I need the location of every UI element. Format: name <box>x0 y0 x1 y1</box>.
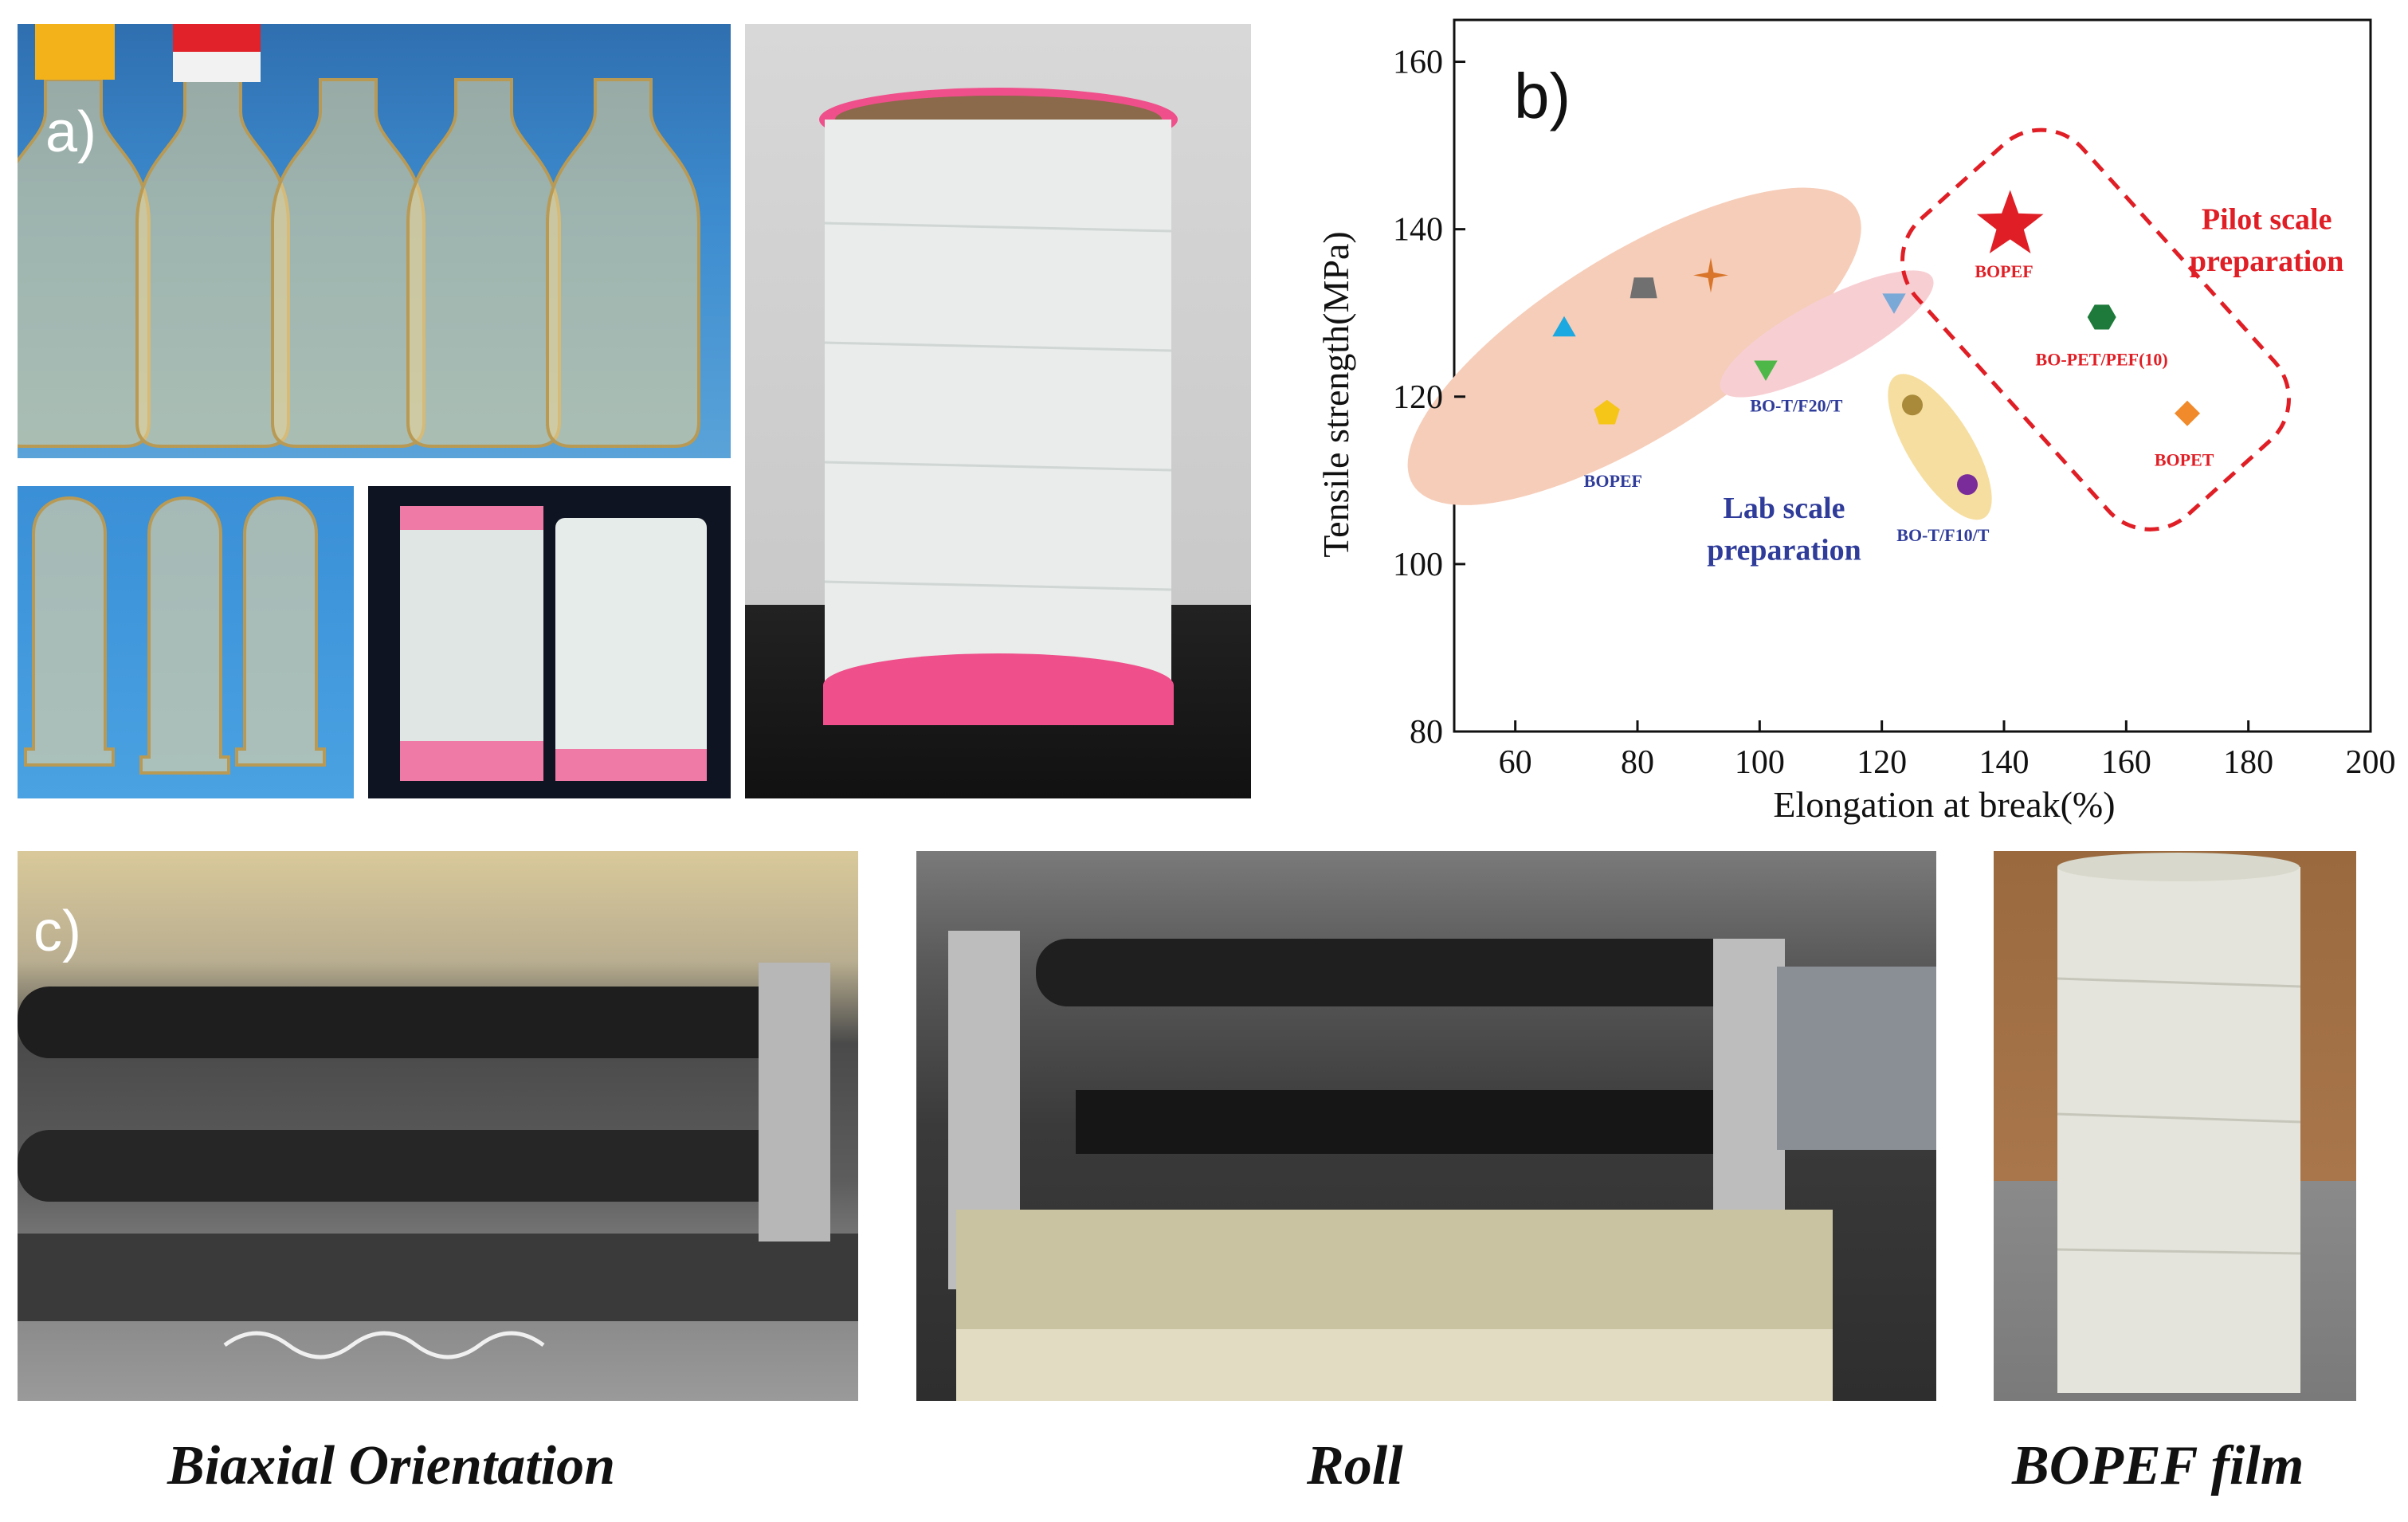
label-pilot-scale-line1: Pilot scale <box>2202 203 2332 237</box>
fiber-bobbin-photo <box>745 24 1251 798</box>
roll-machine-illustration <box>948 931 1936 1401</box>
data-point-circle <box>1902 394 1923 416</box>
plot-area <box>1453 18 2372 733</box>
data-point-cross-star <box>1693 257 1728 293</box>
data-point-circle <box>1957 474 1978 496</box>
data-point-star <box>1976 190 2044 253</box>
data-point-triangle-down <box>1882 293 1906 314</box>
axis-ticks: 60 80 100 120 140 160 180 200 80 100 120 140 160 <box>1393 45 2396 781</box>
panel-b-label: b) <box>1514 61 1571 131</box>
x-axis-title: Elongation at break(%) <box>1773 784 2115 825</box>
pilot-scale-box <box>1900 127 2291 532</box>
x-tick-label: 100 <box>1735 744 1785 781</box>
fiber-bobbin-illustration <box>819 88 1178 725</box>
yellow-cap <box>35 24 115 80</box>
label-lab-scale-line2: preparation <box>1707 534 1861 567</box>
bopef-film-photo <box>1994 851 2356 1401</box>
label-bo-t-f10-t: BO-T/F10/T <box>1896 525 1989 545</box>
label-bo-pet-pef: BO-PET/PEF(10) <box>2036 349 2168 369</box>
plot-border <box>1453 18 2372 733</box>
label-pilot-scale-line2: preparation <box>2190 245 2344 278</box>
label-lab-scale-line1: Lab scale <box>1723 492 1845 525</box>
caption-bopef-film: BOPEF film <box>2012 1435 2304 1497</box>
x-tick-label: 120 <box>1857 744 1907 781</box>
panel-c-label: c) <box>33 900 81 963</box>
label-bopef-lab: BOPEF <box>1584 471 1642 491</box>
preforms-illustration <box>24 496 326 775</box>
preforms-photo <box>18 486 354 798</box>
x-tick-label: 160 <box>2101 744 2151 781</box>
y-tick-label: 120 <box>1393 379 1443 416</box>
data-points <box>1552 190 2200 496</box>
y-tick-label: 140 <box>1393 212 1443 249</box>
x-tick-label: 200 <box>2346 744 2396 781</box>
data-point-diamond <box>2175 400 2200 426</box>
point-labels: BOPEF BO-T/F20/T BO-T/F10/T BOPEF BO-PET/PEF… <box>1584 203 2344 567</box>
bottles-illustration <box>18 24 700 448</box>
red-cap <box>173 24 261 52</box>
fiber-spools-photo <box>368 486 731 798</box>
data-point-hexagon <box>2087 304 2116 330</box>
biaxial-machine-illustration <box>18 963 858 1359</box>
x-tick-label: 60 <box>1499 744 1532 781</box>
x-tick-label: 140 <box>1979 744 2030 781</box>
data-point-pentagon <box>1594 399 1620 425</box>
biaxial-orientation-photo: c) <box>18 851 858 1401</box>
bottles-photo: a) <box>18 24 731 458</box>
data-point-trapezoid <box>1630 277 1657 299</box>
label-bopef-pilot: BOPEF <box>1975 261 2033 281</box>
y-tick-label: 80 <box>1410 714 1443 751</box>
panel-a-label: a) <box>45 100 97 164</box>
y-axis-title: Tensile strength(MPa) <box>1316 231 1356 557</box>
label-bo-t-f20-t: BO-T/F20/T <box>1750 395 1842 415</box>
fiber-spools-illustration <box>400 506 707 781</box>
x-tick-label: 80 <box>1621 744 1654 781</box>
y-tick-label: 100 <box>1393 547 1443 583</box>
y-tick-label: 160 <box>1393 45 1443 81</box>
label-bopet: BOPET <box>2155 450 2214 470</box>
roll-photo <box>916 851 1936 1401</box>
caption-biaxial-orientation: Biaxial Orientation <box>167 1435 616 1497</box>
film-roll-illustration <box>2057 853 2301 1393</box>
data-point-triangle-down <box>1754 360 1778 381</box>
scatter-chart: 60 80 100 120 140 160 180 200 80 100 120 140 160 BOP… <box>1316 18 2396 825</box>
x-tick-label: 180 <box>2223 744 2273 781</box>
lab-bopef-ellipse <box>1407 187 1861 505</box>
caption-roll: Roll <box>1307 1435 1403 1497</box>
data-point-triangle-up <box>1552 316 1576 337</box>
bo-t-f10-t-ellipse <box>1888 374 1992 520</box>
